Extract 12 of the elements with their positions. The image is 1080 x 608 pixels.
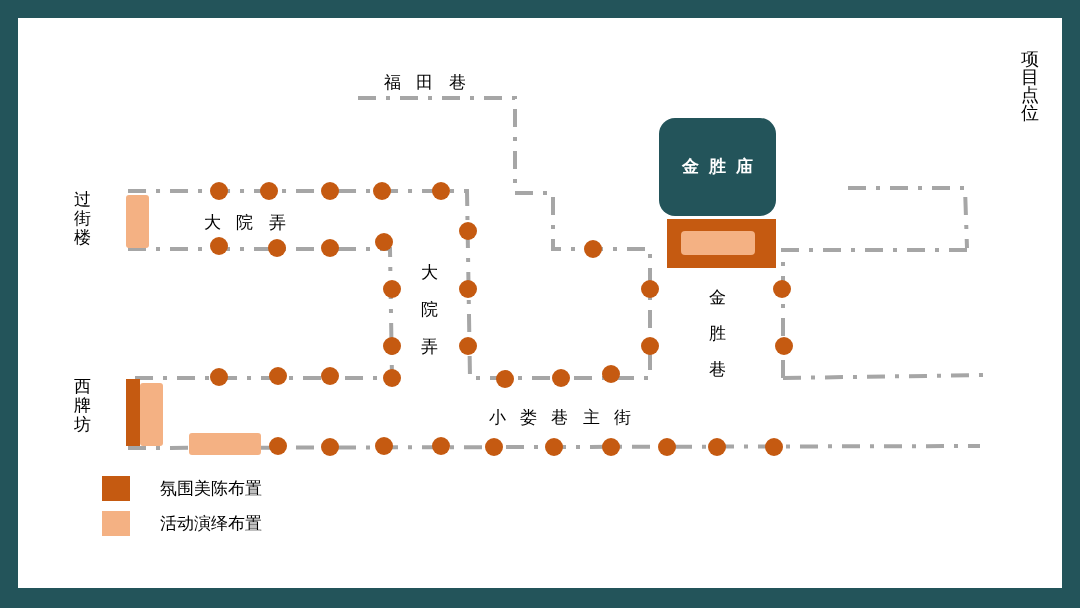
legend-label: 活动演绎布置: [160, 512, 262, 535]
vertical-street-label: 金胜巷: [709, 286, 726, 381]
street-label: 福田巷: [383, 71, 483, 94]
temple-name: 金胜庙: [680, 155, 764, 179]
legend-label: 氛围美陈布置: [160, 477, 262, 500]
vertical-street-label: 过街楼: [74, 190, 91, 247]
street-label: 小娄巷主街: [487, 406, 647, 429]
temple-box: [659, 118, 776, 216]
vertical-street-label: 西牌坊: [74, 377, 91, 434]
street-label: 大院弄: [203, 211, 303, 234]
vertical-street-label: 项目点位: [1021, 50, 1039, 122]
vertical-street-label: 大院弄: [421, 261, 438, 358]
